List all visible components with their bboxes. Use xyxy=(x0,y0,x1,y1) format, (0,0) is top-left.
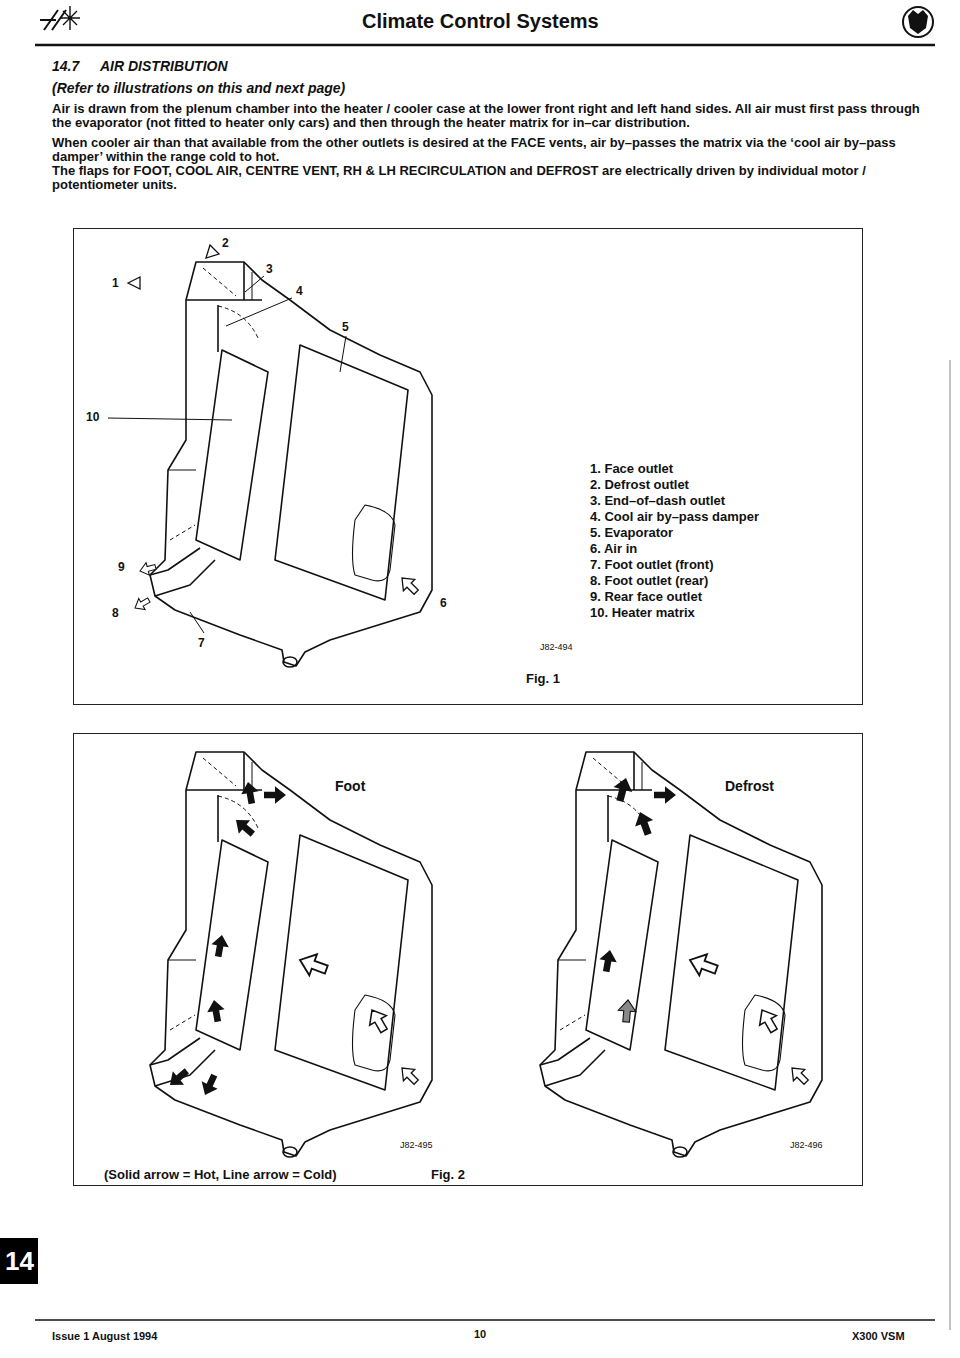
legend-item: 10. Heater matrix xyxy=(590,606,695,620)
section-heading: (Refer to illustrations on this and next… xyxy=(52,80,345,96)
legend-item: 1. Face outlet xyxy=(590,462,673,476)
header-icon xyxy=(40,6,80,30)
view-label: Defrost xyxy=(725,778,774,794)
callout-number: 6 xyxy=(440,596,447,610)
header-rule xyxy=(35,44,935,47)
callout-number: 9 xyxy=(118,560,125,574)
callout-number: 5 xyxy=(342,320,349,334)
page-title: Climate Control Systems xyxy=(362,10,599,33)
figure-ref: J82-495 xyxy=(400,1140,433,1150)
callout-number: 10 xyxy=(86,410,99,424)
legend-item: 2. Defrost outlet xyxy=(590,478,689,492)
legend-item: 7. Foot outlet (front) xyxy=(590,558,713,572)
figure-caption: Fig. 2 xyxy=(431,1167,465,1182)
figure-ref: J82-494 xyxy=(540,642,573,652)
callout-number: 7 xyxy=(198,636,205,650)
callout-number: 3 xyxy=(266,262,273,276)
callout-number: 1 xyxy=(112,276,119,290)
figure-caption: (Solid arrow = Hot, Line arrow = Cold) xyxy=(104,1167,337,1182)
margin-line xyxy=(950,360,951,1330)
footer-text: 10 xyxy=(474,1328,486,1340)
view-label: Foot xyxy=(335,778,365,794)
hvac-case-foot-mode xyxy=(150,752,432,1157)
footer-text: X300 VSM xyxy=(852,1330,905,1342)
callout-number: 8 xyxy=(112,606,119,620)
section-tab: 14 xyxy=(0,1238,38,1284)
footer-rule xyxy=(35,1319,935,1321)
legend-item: 6. Air in xyxy=(590,542,637,556)
hvac-case-defrost-mode xyxy=(540,752,822,1157)
legend-item: 9. Rear face outlet xyxy=(590,590,702,604)
legend-item: 3. End–of–dash outlet xyxy=(590,494,725,508)
body-text: The flaps for FOOT, COOL AIR, CENTRE VEN… xyxy=(52,164,930,192)
section-heading: AIR DISTRIBUTION xyxy=(100,58,228,74)
legend-item: 4. Cool air by–pass damper xyxy=(590,510,759,524)
callout-number: 2 xyxy=(222,236,229,250)
footer-text: Issue 1 August 1994 xyxy=(52,1330,157,1342)
legend-item: 8. Foot outlet (rear) xyxy=(590,574,708,588)
body-text: Air is drawn from the plenum chamber int… xyxy=(52,102,930,130)
jaguar-emblem xyxy=(903,7,933,37)
figure-caption: Fig. 1 xyxy=(526,671,560,686)
section-number: 14 xyxy=(5,1246,34,1277)
body-text: When cooler air than that available from… xyxy=(52,136,930,164)
callout-number: 4 xyxy=(296,284,303,298)
figure-frame: Fig. 1 xyxy=(73,228,863,705)
figure-frame: (Solid arrow = Hot, Line arrow = Cold) Fi… xyxy=(73,733,863,1186)
figure-ref: J82-496 xyxy=(790,1140,823,1150)
section-heading: 14.7 xyxy=(52,58,79,74)
legend-item: 5. Evaporator xyxy=(590,526,673,540)
hvac-case-figure-1 xyxy=(108,245,432,667)
